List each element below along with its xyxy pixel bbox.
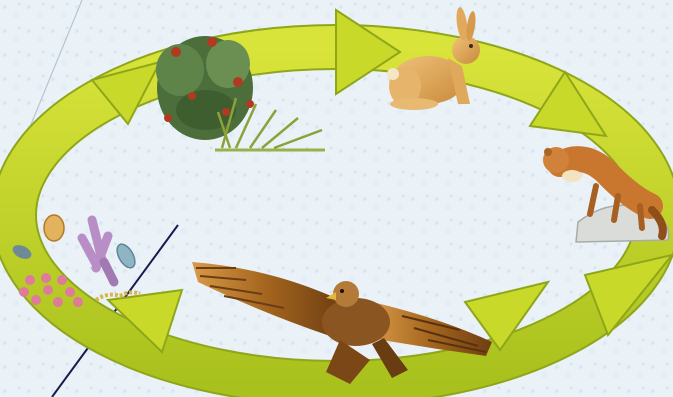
food-chain-cycle-diagram xyxy=(0,0,673,397)
diagram-canvas xyxy=(0,0,673,397)
